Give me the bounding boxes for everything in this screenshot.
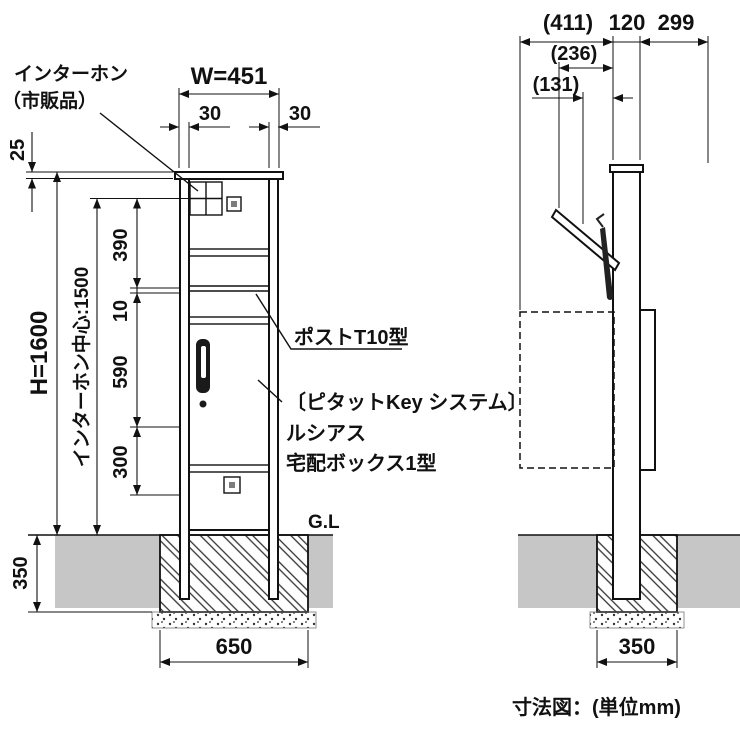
front-view-unit [174, 171, 284, 600]
side-view-unit [519, 164, 656, 600]
top-cap [174, 171, 284, 180]
emblem-bottom-inner [229, 482, 235, 488]
side-post-cap [609, 164, 644, 173]
dim-post-depth: 120 [609, 10, 646, 35]
soil-front-right [308, 535, 333, 608]
shelf-1 [188, 248, 270, 257]
leader-post-model [255, 293, 402, 350]
leader-intercom [99, 112, 199, 192]
dim-depth-below-ground: 350 [10, 556, 32, 589]
soil-front-left [55, 535, 160, 608]
label-delivery-box: 宅配ボックス1型 [286, 451, 437, 475]
gravel-side [589, 611, 685, 629]
label-post-model: ポストT10型 [294, 325, 408, 349]
side-dimensions: (411) 120 299 (236) (131) 350 [519, 10, 709, 668]
dim-foundation-width-side: 350 [619, 634, 656, 659]
shelf-2 [188, 316, 270, 325]
side-post [612, 171, 641, 600]
dim-open-depth: (236) [551, 43, 598, 65]
drawing-caption: 寸法図：(単位mm) [512, 695, 681, 719]
dim-rear-depth: 299 [658, 10, 695, 35]
lid-pivot [607, 294, 613, 300]
post-right [268, 178, 279, 600]
ground [28, 534, 740, 629]
label-intercom-line2: （市販品） [2, 89, 97, 112]
dim-overall-depth: (411) [543, 10, 593, 35]
handle-slot [201, 346, 206, 378]
dim-cap-height: 25 [7, 139, 29, 161]
open-lid [550, 208, 621, 272]
gravel-front [151, 611, 317, 629]
leader-key-system [257, 379, 283, 403]
front-dimensions: W=451 30 30 25 H=1600 インターホン中心:1500 390 … [7, 63, 320, 668]
dim-offset-left: 30 [199, 103, 221, 125]
keyhole [199, 400, 207, 408]
dim-height: H=1600 [26, 311, 53, 396]
annotation-labels: インターホン （市販品） ポストT10型 〔ピタットKey システム〕 ルシアス… [2, 63, 681, 719]
lid-hook [595, 213, 605, 228]
lid-stay-arm [600, 227, 613, 298]
label-ground-line: G.L [308, 512, 340, 533]
dim-seg-390: 390 [110, 228, 132, 261]
label-brand: ルシアス [286, 423, 366, 445]
dim-offset-right: 30 [289, 103, 311, 125]
post-left [179, 178, 190, 600]
side-box-dashed [519, 311, 615, 469]
dim-seg-590: 590 [110, 355, 132, 388]
label-intercom-line1: インターホン [14, 63, 128, 85]
emblem-top-inner [231, 201, 237, 207]
dim-seg-10: 10 [110, 300, 132, 322]
dim-arm-depth: (131) [533, 74, 580, 96]
dim-seg-300: 300 [110, 445, 132, 478]
dim-foundation-width-front: 650 [216, 634, 253, 659]
side-box-rear [639, 309, 656, 471]
emblem-top [226, 196, 242, 212]
dim-intercom-center: インターホン中心:1500 [70, 267, 93, 468]
label-key-system: 〔ピタットKey システム〕 [286, 391, 528, 414]
shelf-3 [188, 464, 270, 473]
emblem-bottom [223, 476, 241, 494]
dim-width: W=451 [191, 63, 268, 90]
